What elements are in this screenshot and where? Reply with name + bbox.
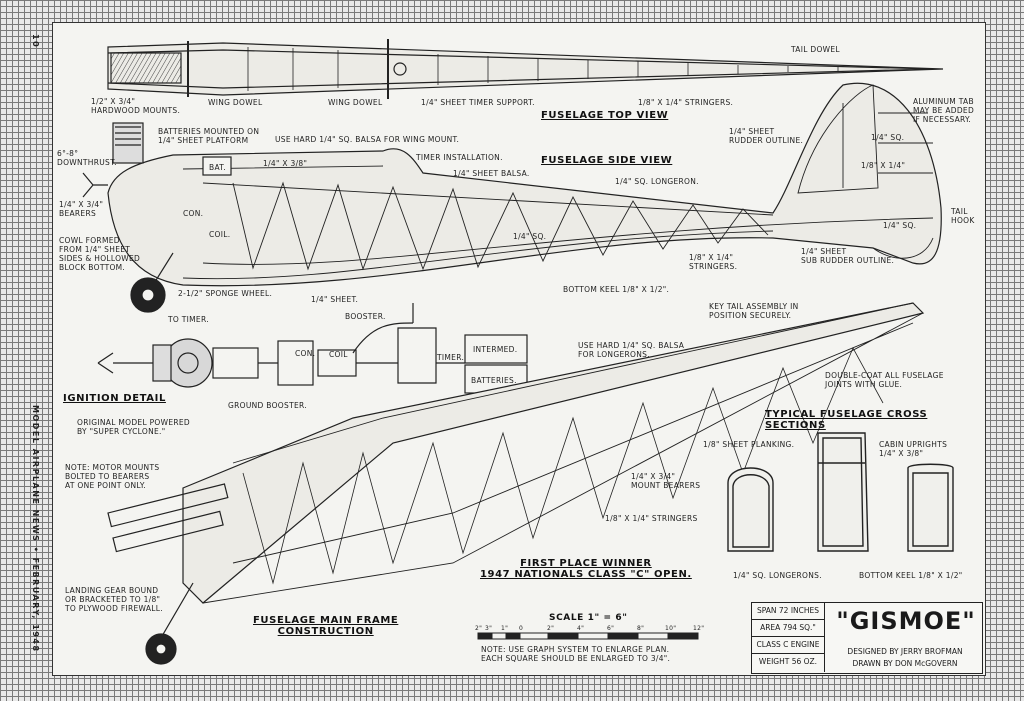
scale-bar (477, 632, 699, 640)
label-aluminum-tab: ALUMINUM TAB MAY BE ADDED IF NECESSARY. (913, 97, 975, 124)
heading-cross-sections: TYPICAL FUSELAGE CROSS SECTIONS (765, 409, 928, 431)
label-batteries-mounted: BATTERIES MOUNTED ON 1/4" SHEET PLATFORM (158, 127, 260, 145)
label-con: CON. (183, 209, 204, 218)
label-cabin-uprights: CABIN UPRIGHTS 1/4" X 3/8" (879, 440, 948, 458)
span-cell: SPAN 72 INCHES (752, 603, 825, 620)
label-downthrust: 6°-8° DOWNTHRUST. (57, 149, 117, 167)
label-batteries: BATTERIES. (471, 376, 517, 385)
label-sq-longeron: 1/4" SQ. LONGERON. (615, 177, 699, 186)
label-bearers: 1/4" X 3/4" BEARERS (59, 200, 104, 218)
heading-main-frame: FUSELAGE MAIN FRAME CONSTRUCTION (253, 615, 399, 637)
label-stringers-top: 1/8" X 1/4" STRINGERS. (638, 98, 734, 107)
label-ignition-timer: TIMER. (437, 353, 465, 362)
label-sub-rudder: 1/4" SHEET SUB RUDDER OUTLINE. (801, 247, 895, 265)
page-number: 10 (31, 34, 40, 49)
graph-note: NOTE: USE GRAPH SYSTEM TO ENLARGE PLAN. … (481, 645, 671, 663)
label-cs-stringers: 1/8" X 1/4" STRINGERS (605, 514, 698, 523)
scale-tick: 8" (637, 625, 645, 632)
fuselage-main-frame (107, 302, 925, 665)
label-quarter-sheet: 1/4" SHEET. (311, 295, 359, 304)
weight-cell: WEIGHT 56 OZ. (752, 654, 825, 672)
label-hardwood-mounts: 1/2" X 3/4" HARDWOOD MOUNTS. (91, 97, 181, 115)
scale-tick: 10" (665, 625, 677, 632)
label-key-tail: KEY TAIL ASSEMBLY IN POSITION SECURELY. (709, 302, 799, 320)
label-hard-balsa-longerons: USE HARD 1/4" SQ. BALSA FOR LONGERONS. (578, 341, 685, 359)
label-rudder-outline: 1/4" SHEET RUDDER OUTLINE. (729, 127, 804, 145)
magazine-credit: MODEL AIRPLANE NEWS • February, 1948 (31, 405, 40, 653)
plan-drawings (82, 39, 954, 665)
label-tail-hook: TAIL HOOK (951, 207, 975, 225)
label-ignition-con: CON. (295, 349, 316, 358)
label-intermed: INTERMED. (473, 345, 518, 354)
model-name: "GISMOE" (836, 607, 976, 635)
scale-tick: 0 (519, 625, 524, 632)
label-booster: BOOSTER. (345, 312, 386, 321)
label-bottom-keel: BOTTOM KEEL 1/8" X 1/2". (563, 285, 670, 294)
scale-tick: 4" (577, 625, 585, 632)
scale-tick: 2" (547, 625, 555, 632)
note-landing-gear: LANDING GEAR BOUND OR BRACKETED TO 1/8" … (65, 586, 163, 613)
label-wing-dowel-1: WING DOWEL (208, 98, 263, 107)
fuselage-top-view (107, 39, 944, 99)
heading-top-view: FUSELAGE TOP VIEW (541, 110, 669, 121)
label-quarter-sheet-balsa: 1/4" SHEET BALSA. (453, 169, 530, 178)
title-block: SPAN 72 INCHES AREA 794 SQ." CLASS C ENG… (751, 602, 983, 674)
engine-cell: CLASS C ENGINE (752, 637, 825, 654)
scale-tick: 2" (475, 625, 483, 632)
scale-ticks: 2" 3" 1" 0 2" 4" 6" 8" 10" 12" (475, 624, 707, 633)
scale-tick: 6" (607, 625, 615, 632)
label-sq-mid: 1/4" SQ. (513, 232, 547, 241)
label-timer-support: 1/4" SHEET TIMER SUPPORT. (421, 98, 535, 107)
scale-tick: 1" (501, 625, 509, 632)
label-sq-tail: 1/4" SQ. (883, 221, 917, 230)
label-quarter-three-eighths: 1/4" X 3/8" (263, 159, 308, 168)
ignition-detail (97, 303, 528, 394)
label-bat: BAT. (209, 163, 226, 172)
label-cs-longerons: 1/4" SQ. LONGERONS. (733, 571, 822, 580)
scale-title: SCALE 1" = 6" (549, 613, 628, 623)
label-hard-balsa-wing: USE HARD 1/4" SQ. BALSA FOR WING MOUNT. (275, 135, 460, 144)
heading-winner: FIRST PLACE WINNER 1947 NATIONALS CLASS … (480, 558, 692, 580)
label-sq-rudder: 1/4" SQ. (871, 133, 905, 142)
label-to-timer: TO TIMER. (168, 315, 209, 324)
label-cowl-formed: COWL FORMED FROM 1/4" SHEET SIDES & HOLL… (59, 236, 141, 272)
heading-ignition: IGNITION DETAIL (63, 393, 166, 404)
label-tail-dowel: TAIL DOWEL (791, 45, 840, 54)
label-ground-booster: GROUND BOOSTER. (228, 401, 307, 410)
scale-tick: 12" (693, 625, 705, 632)
label-stringers-side: 1/8" X 1/4" STRINGERS. (689, 253, 738, 271)
label-coil: COIL. (209, 230, 231, 239)
label-sponge-wheel: 2-1/2" SPONGE WHEEL. (178, 289, 273, 298)
label-original-model: ORIGINAL MODEL POWERED BY "SUPER CYCLONE… (77, 418, 191, 436)
label-eighth-rudder: 1/8" X 1/4" (861, 161, 906, 170)
label-mount-bearers: 1/4" X 3/4" MOUNT BEARERS (631, 472, 701, 490)
drawer-credit: DRAWN BY DON McGOVERN (852, 659, 958, 668)
label-wing-dowel-2: WING DOWEL (328, 98, 383, 107)
fuselage-side-view (82, 82, 942, 313)
designer-credit: DESIGNED BY JERRY BROFMAN (847, 647, 963, 656)
label-double-coat: DOUBLE-COAT ALL FUSELAGE JOINTS WITH GLU… (825, 371, 944, 389)
label-sheet-planking: 1/8" SHEET PLANKING. (703, 440, 795, 449)
label-cs-keel: BOTTOM KEEL 1/8" X 1/2" (859, 571, 963, 580)
note-motor-mounts: NOTE: MOTOR MOUNTS BOLTED TO BEARERS AT … (65, 463, 160, 490)
cross-sections (727, 432, 954, 552)
heading-side-view: FUSELAGE SIDE VIEW (541, 155, 673, 166)
label-timer-installation: TIMER INSTALLATION. (416, 153, 503, 162)
scale-tick: 3" (485, 625, 493, 632)
label-ignition-coil: COIL (329, 350, 348, 359)
area-cell: AREA 794 SQ." (752, 620, 825, 637)
plan-sheet: FUSELAGE TOP VIEW FUSELAGE SIDE VIEW IGN… (52, 22, 986, 676)
